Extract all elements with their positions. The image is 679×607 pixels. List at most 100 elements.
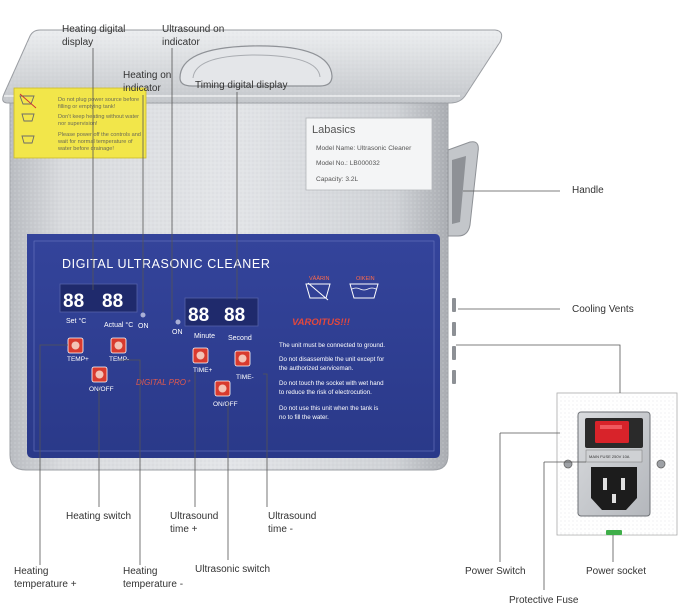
temp-minus-label: TEMP-: [109, 356, 129, 363]
callout-cooling-vents: Cooling Vents: [572, 304, 634, 315]
svg-text:Do not disassemble the unit ex: Do not disassemble the unit except for: [279, 356, 384, 363]
warning-line: filling or emptying tank!: [58, 104, 116, 110]
time-minus-button[interactable]: TIME-: [234, 350, 254, 381]
svg-text:no to fill the water.: no to fill the water.: [279, 414, 329, 421]
callout-line: indicator: [123, 83, 161, 94]
ultrasonic-on-off-button[interactable]: ON/OFF: [213, 380, 238, 408]
minute-label: Minute: [194, 333, 215, 340]
ground-tab: [606, 530, 622, 535]
fuse-holder[interactable]: [585, 449, 643, 463]
nameplate-model-name: Model Name: Ultrasonic Cleaner: [316, 145, 412, 152]
nameplate-model-no: Model No.: LB000032: [316, 160, 380, 167]
nameplate-brand: Labasics: [312, 124, 356, 136]
callout-line: display: [62, 37, 94, 48]
temp-plus-label: TEMP+: [67, 356, 89, 363]
warning-line: Please power off the controls and: [58, 132, 141, 138]
callout-line: time -: [268, 524, 293, 535]
timing-digital-display: 88 88: [188, 305, 245, 326]
svg-text:The unit must be connected to: The unit must be connected to ground.: [279, 342, 385, 349]
callout-line: Heating digital: [62, 24, 126, 35]
time-plus-button[interactable]: TIME+: [192, 347, 213, 374]
warning-pictograms-icon: [19, 93, 37, 144]
callout-heating-temperature-minus: Heating temperature -: [123, 565, 183, 591]
svg-text:88: 88: [102, 291, 123, 312]
svg-text:VÄÄRIN: VÄÄRIN: [309, 275, 330, 282]
actual-temp-label: Actual °C: [104, 321, 133, 329]
callout-heating-digital-display: Heating digital display: [62, 23, 125, 49]
lid: [2, 29, 503, 104]
cooling-vents: [452, 298, 456, 384]
second-label: Second: [228, 335, 252, 342]
nameplate: Labasics Model Name: Ultrasonic Cleaner …: [305, 117, 433, 191]
temp-plus-button[interactable]: TEMP+: [67, 337, 89, 363]
callout-handle: Handle: [572, 185, 604, 196]
callout-heating-temperature-plus: Heating temperature +: [14, 565, 77, 591]
heating-on-off-button[interactable]: ON/OFF: [89, 366, 114, 393]
ultrasonic-on-off-label: ON/OFF: [213, 401, 238, 408]
svg-text:Do not use this unit when the: Do not use this unit when the tank is: [279, 405, 378, 412]
power-module-inset: MAIN FUSE 250V 10A: [556, 392, 678, 536]
svg-text:Do not touch the socket with w: Do not touch the socket with wet hand: [279, 380, 384, 387]
heating-on-label: ON: [138, 323, 149, 330]
correct-fill-icon: OIKEIN: [349, 276, 379, 299]
control-panel: DIGITAL ULTRASONIC CLEANER 88 88 Set °C …: [27, 234, 440, 458]
callout-timing-digital-display: Timing digital display: [195, 80, 288, 91]
callout-line: indicator: [162, 37, 200, 48]
callout-ultrasound-on-indicator: Ultrasound on indicator: [162, 23, 224, 49]
heating-digital-display: 88 88: [63, 291, 123, 312]
callout-heating-on-indicator: Heating on indicator: [123, 69, 171, 95]
callout-heating-switch: Heating switch: [66, 511, 132, 522]
warning-line: nor supervision!: [58, 121, 98, 127]
warning-line: water before drainage!: [57, 146, 114, 152]
callout-ultrasound-time-plus: Ultrasound time +: [170, 510, 218, 536]
time-minus-label: TIME-: [236, 374, 254, 381]
svg-text:OIKEIN: OIKEIN: [356, 276, 375, 282]
svg-text:to reduce the risk of electroc: to reduce the risk of electrocution.: [279, 389, 372, 396]
power-switch-rocker[interactable]: [595, 421, 629, 443]
screw-icon: [656, 459, 666, 469]
panel-warnings: The unit must be connected to ground. Do…: [279, 342, 385, 421]
callout-line: Ultrasound: [170, 511, 219, 522]
callout-line: Heating on: [123, 70, 172, 81]
lid-handle[interactable]: [179, 45, 333, 87]
callout-line: time +: [170, 524, 198, 535]
wrong-fill-icon: VÄÄRIN: [305, 275, 331, 301]
heating-display-frame: [59, 283, 138, 313]
panel-brand-script: DIGITAL PRO⁺: [136, 378, 191, 387]
callout-power-socket: Power socket: [586, 566, 647, 577]
callout-line: temperature +: [14, 579, 77, 590]
callout-ultrasonic-switch: Ultrasonic switch: [195, 564, 271, 575]
warning-line: Do not plug power source before: [58, 97, 139, 103]
side-handle[interactable]: [447, 141, 479, 237]
screw-icon: [563, 459, 573, 469]
fuse-label: MAIN FUSE 250V 10A: [589, 454, 630, 459]
panel-title: DIGITAL ULTRASONIC CLEANER: [62, 257, 270, 271]
leader-lines: [39, 48, 621, 590]
svg-text:the authorized serviceman.: the authorized serviceman.: [279, 365, 354, 372]
callout-line: Heating: [123, 566, 158, 577]
temp-minus-button[interactable]: TEMP-: [109, 337, 129, 363]
callout-power-switch: Power Switch: [465, 566, 526, 577]
nameplate-capacity: Capacity: 3.2L: [316, 176, 358, 183]
varoitus-heading: VAROITUS!!!: [292, 317, 350, 328]
ultrasound-on-indicator: [175, 319, 181, 325]
ultrasound-on-label: ON: [172, 329, 183, 336]
warning-line: wait for normal temperature of: [57, 139, 133, 145]
heating-on-off-label: ON/OFF: [89, 386, 114, 393]
callout-line: temperature -: [123, 579, 184, 590]
warning-line: Don't keep heating without water: [58, 114, 139, 120]
time-plus-label: TIME+: [193, 367, 213, 374]
callout-line: Heating: [14, 566, 49, 577]
svg-text:88: 88: [188, 305, 209, 326]
set-temp-label: Set °C: [66, 317, 86, 325]
callout-protective-fuse: Protective Fuse: [509, 595, 579, 606]
svg-text:88: 88: [63, 291, 84, 312]
callout-line: Ultrasound: [268, 511, 317, 522]
callout-line: Ultrasound on: [162, 24, 225, 35]
timing-display-frame: [184, 297, 259, 327]
heating-on-indicator: [140, 312, 146, 318]
callout-ultrasound-time-minus: Ultrasound time -: [268, 510, 316, 536]
power-socket-icon[interactable]: [591, 467, 637, 510]
svg-text:88: 88: [224, 305, 245, 326]
